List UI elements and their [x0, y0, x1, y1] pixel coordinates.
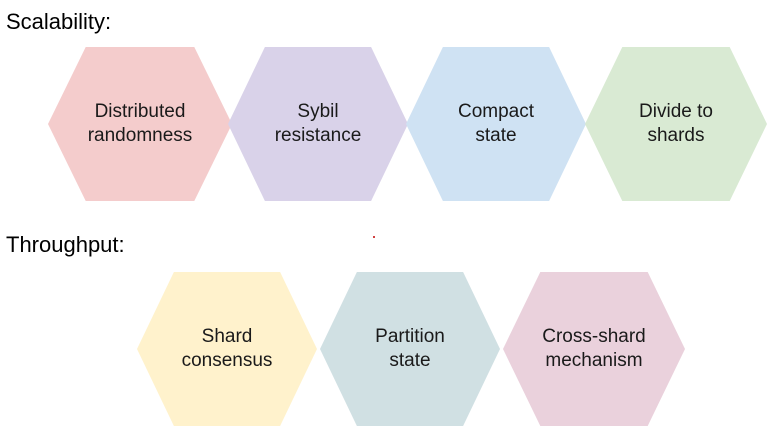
stray-dot: [373, 236, 375, 238]
hexagon-label: Compact state: [457, 101, 535, 146]
hexagon-label: Shard consensus: [181, 326, 273, 371]
hexagon-divide-to-shards: Divide to shards: [585, 47, 767, 201]
hexagon-compact-state: Compact state: [406, 47, 586, 201]
hexagon-cross-shard-mechanism: Cross-shard mechanism: [503, 272, 685, 426]
hexagon-distributed-randomness: Distributed randomness: [48, 47, 232, 201]
hexagon-partition-state: Partition state: [320, 272, 500, 426]
hexagon-shard-consensus: Shard consensus: [137, 272, 317, 426]
hexagon-label: Divide to shards: [639, 101, 713, 146]
hexagon-label: Partition state: [375, 326, 445, 371]
hexagon-label: Sybil resistance: [274, 101, 362, 146]
hexagon-label: Distributed randomness: [87, 101, 193, 146]
hexagon-sybil-resistance: Sybil resistance: [228, 47, 408, 201]
hexagon-label: Cross-shard mechanism: [542, 326, 646, 371]
scalability-label: Scalability:: [6, 9, 112, 34]
throughput-label: Throughput:: [6, 232, 125, 257]
